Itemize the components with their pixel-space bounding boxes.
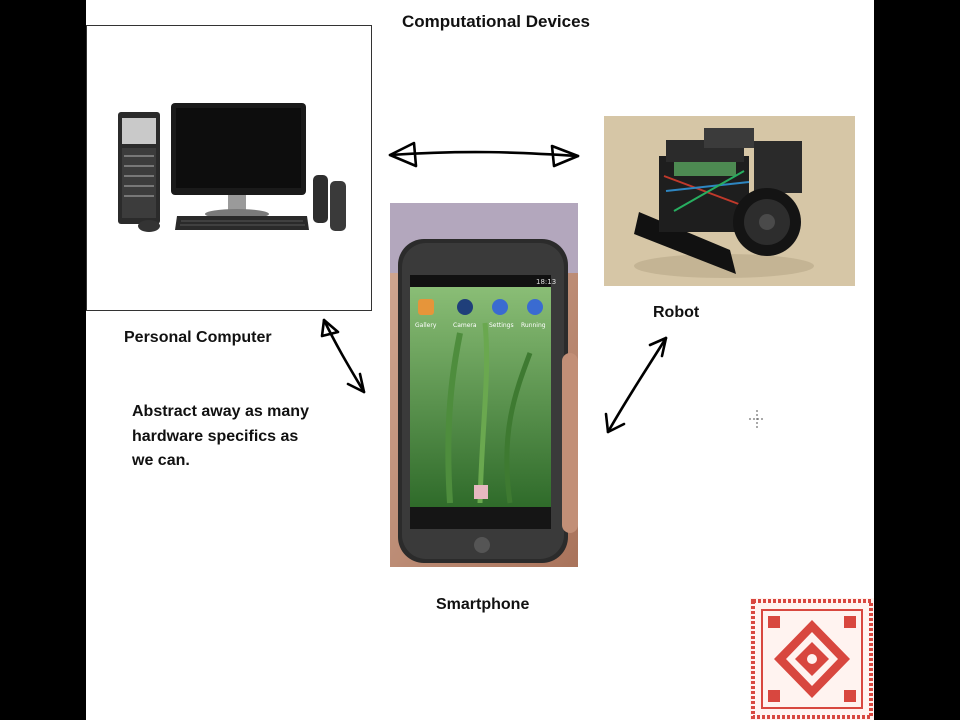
smartphone-label: Smartphone [436,596,530,613]
phone-app-camera: Camera [453,322,477,329]
personal-computer-image [86,25,372,311]
slide-title: Computational Devices [402,12,590,31]
robot-image [604,116,855,286]
phone-app-gallery: Gallery [415,322,437,329]
note-text: Abstract away as many hardware specifics… [132,400,352,474]
note-line: we can. [132,452,190,469]
phone-status-time: 18:13 [536,278,556,286]
cursor-icon [749,410,765,430]
note-line: Abstract away as many [132,403,309,420]
robot-icon [604,116,855,286]
slide: Computational Devices [86,0,874,720]
personal-computer-label: Personal Computer [124,329,272,346]
arrow-computer-robot [388,141,580,168]
arrow-smartphone-robot [604,336,668,434]
robot-label: Robot [653,304,700,321]
phone-app-settings: Settings [489,322,514,329]
note-line: hardware specifics as [132,427,299,445]
smartphone-image: 18:13 Gallery Camera Settings Running [390,203,578,567]
smartphone-icon: 18:13 Gallery Camera Settings Running [390,203,578,567]
phone-app-running: Running [521,322,546,329]
arrow-computer-smartphone [320,318,366,394]
computer-icon [118,103,346,232]
ornament-emblem-icon [750,598,874,720]
